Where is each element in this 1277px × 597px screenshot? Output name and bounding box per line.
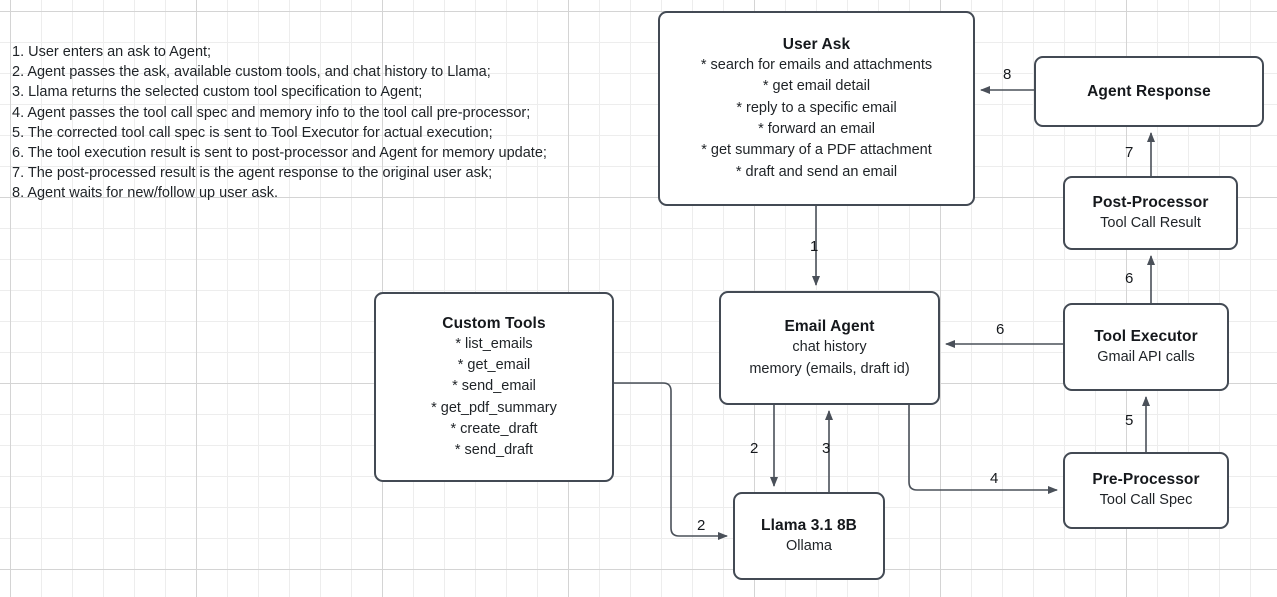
node-tool-executor-title: Tool Executor xyxy=(1094,327,1198,345)
node-email-agent-line-2: memory (emails, draft id) xyxy=(749,360,910,377)
edge-label-2b: 2 xyxy=(697,517,706,534)
node-email-agent[interactable]: Email Agent chat history memory (emails,… xyxy=(719,291,940,405)
legend-step-8: 8. Agent waits for new/follow up user as… xyxy=(12,185,278,202)
legend-step-7: 7. The post-processed result is the agen… xyxy=(12,165,493,182)
node-user-ask-line-2: * get email detail xyxy=(762,78,871,95)
edge-label-3: 3 xyxy=(822,440,831,457)
legend-step-3: 3. Llama returns the selected custom too… xyxy=(12,84,423,101)
edge-label-1: 1 xyxy=(810,238,819,255)
edge-label-6a: 6 xyxy=(996,321,1005,338)
node-user-ask-line-3: * reply to a specific email xyxy=(736,99,897,116)
edge-label-8: 8 xyxy=(1003,66,1012,83)
edge-label-6b: 6 xyxy=(1125,270,1134,287)
node-custom-tools-line-2: * get_email xyxy=(457,356,531,373)
node-custom-tools-line-5: * create_draft xyxy=(450,420,538,437)
node-custom-tools-line-1: * list_emails xyxy=(455,335,533,352)
edge-label-7: 7 xyxy=(1125,144,1134,161)
node-custom-tools[interactable]: Custom Tools * list_emails * get_email *… xyxy=(374,292,614,482)
node-pre-processor-line-1: Tool Call Spec xyxy=(1099,492,1193,509)
node-user-ask-line-5: * get summary of a PDF attachment xyxy=(701,142,932,159)
node-pre-processor[interactable]: Pre-Processor Tool Call Spec xyxy=(1063,452,1229,529)
node-user-ask[interactable]: User Ask * search for emails and attachm… xyxy=(658,11,975,206)
node-custom-tools-line-6: * send_draft xyxy=(454,442,534,459)
legend-step-4: 4. Agent passes the tool call spec and m… xyxy=(12,104,531,121)
node-agent-response[interactable]: Agent Response xyxy=(1034,56,1264,127)
node-llama[interactable]: Llama 3.1 8B Ollama xyxy=(733,492,885,580)
legend-step-1: 1. User enters an ask to Agent; xyxy=(12,44,212,60)
node-user-ask-line-1: * search for emails and attachments xyxy=(700,57,933,74)
edge-label-4: 4 xyxy=(990,470,999,487)
legend-step-5: 5. The corrected tool call spec is sent … xyxy=(12,124,493,141)
edge-4-path xyxy=(908,405,1058,494)
node-post-processor-line-1: Tool Call Result xyxy=(1100,214,1201,231)
legend-step-2: 2. Agent passes the ask, available custo… xyxy=(12,64,491,81)
node-post-processor[interactable]: Post-Processor Tool Call Result xyxy=(1063,176,1238,250)
node-llama-title: Llama 3.1 8B xyxy=(761,516,857,534)
edge-label-5: 5 xyxy=(1125,412,1134,429)
node-custom-tools-line-4: * get_pdf_summary xyxy=(431,399,557,416)
edge-label-2a: 2 xyxy=(750,440,759,457)
node-custom-tools-title: Custom Tools xyxy=(442,314,546,332)
node-post-processor-title: Post-Processor xyxy=(1092,193,1209,211)
node-tool-executor[interactable]: Tool Executor Gmail API calls xyxy=(1063,303,1229,391)
edge-2b-path xyxy=(614,382,728,540)
node-user-ask-line-4: * forward an email xyxy=(758,121,875,137)
node-tool-executor-line-1: Gmail API calls xyxy=(1097,348,1195,365)
node-custom-tools-line-3: * send_email xyxy=(452,378,536,395)
node-user-ask-line-6: * draft and send an email xyxy=(735,163,898,180)
process-steps-legend: 1. User enters an ask to Agent; 2. Agent… xyxy=(12,42,642,204)
node-email-agent-title: Email Agent xyxy=(784,318,875,336)
node-agent-response-title: Agent Response xyxy=(1087,83,1211,100)
node-email-agent-line-1: chat history xyxy=(792,339,867,356)
node-pre-processor-title: Pre-Processor xyxy=(1092,471,1200,489)
legend-step-6: 6. The tool execution result is sent to … xyxy=(12,144,547,161)
node-llama-line-1: Ollama xyxy=(786,537,832,554)
node-user-ask-title: User Ask xyxy=(782,36,851,54)
